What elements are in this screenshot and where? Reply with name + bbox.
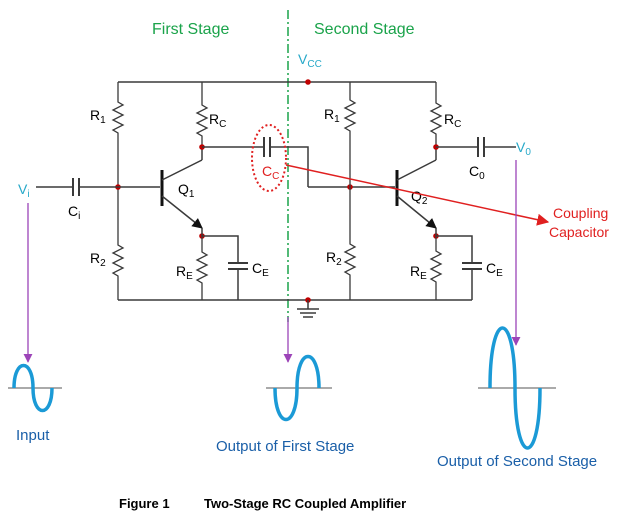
r1-stage2-label: R1 bbox=[324, 106, 340, 125]
first-output-waveform bbox=[266, 355, 332, 421]
r2-stage1-resistor bbox=[111, 187, 125, 300]
ce-stage1-label: CE bbox=[252, 260, 269, 279]
q2-emitter-leg bbox=[396, 195, 437, 229]
re-stage1-resistor bbox=[195, 236, 209, 300]
coupling-wire-right bbox=[270, 146, 309, 187]
q2-collector-leg bbox=[396, 159, 437, 181]
r1-stage2-resistor bbox=[343, 82, 357, 187]
re-stage1-label: RE bbox=[176, 263, 193, 282]
r2-stage1-label: R2 bbox=[90, 250, 106, 269]
c0-label: C0 bbox=[469, 163, 485, 182]
re-stage2-label: RE bbox=[410, 263, 427, 282]
second-output-waveform bbox=[478, 326, 556, 450]
r2-stage2-label: R2 bbox=[326, 249, 342, 268]
ci-label: Ci bbox=[68, 203, 80, 222]
figure-number: Figure 1 bbox=[119, 496, 170, 511]
rc-stage1-label: RC bbox=[209, 111, 226, 130]
v0-label: V0 bbox=[516, 139, 531, 158]
rc-stage2-label: RC bbox=[444, 111, 461, 130]
second-output-label: Output of Second Stage bbox=[437, 453, 597, 470]
cc-highlight-ring bbox=[251, 124, 287, 192]
input-waveform bbox=[8, 364, 62, 412]
rc-stage1-resistor bbox=[195, 82, 209, 147]
r1-stage1-resistor bbox=[111, 82, 125, 187]
ground-symbol bbox=[297, 300, 319, 318]
figure-caption: Two-Stage RC Coupled Amplifier bbox=[204, 496, 406, 511]
ce-stage2-wire-top bbox=[436, 235, 473, 262]
ce-stage1-wire-top bbox=[202, 235, 239, 262]
coupling-annotation-line1: Coupling bbox=[553, 205, 608, 221]
coupling-annotation-arrow bbox=[285, 164, 550, 226]
input-label: Input bbox=[16, 427, 50, 444]
coupling-annotation-line2: Capacitor bbox=[549, 224, 609, 240]
first-output-label: Output of First Stage bbox=[216, 438, 354, 455]
rc-stage2-resistor bbox=[429, 82, 443, 147]
ce-stage2-label: CE bbox=[486, 260, 503, 279]
r2-stage2-resistor bbox=[343, 187, 357, 300]
q2-label: Q2 bbox=[411, 188, 428, 207]
vcc-label: VCC bbox=[298, 51, 322, 70]
vi-label: Vi bbox=[18, 181, 30, 200]
first-stage-title: First Stage bbox=[152, 21, 229, 38]
r1-stage1-label: R1 bbox=[90, 107, 106, 126]
q1-emitter-leg bbox=[161, 195, 203, 229]
second-stage-title: Second Stage bbox=[314, 21, 415, 38]
q1-label: Q1 bbox=[178, 181, 195, 200]
q1-collector-leg bbox=[161, 159, 203, 181]
re-stage2-resistor bbox=[429, 236, 443, 300]
vcc-node bbox=[305, 79, 311, 85]
cc-label: CC bbox=[262, 163, 279, 182]
